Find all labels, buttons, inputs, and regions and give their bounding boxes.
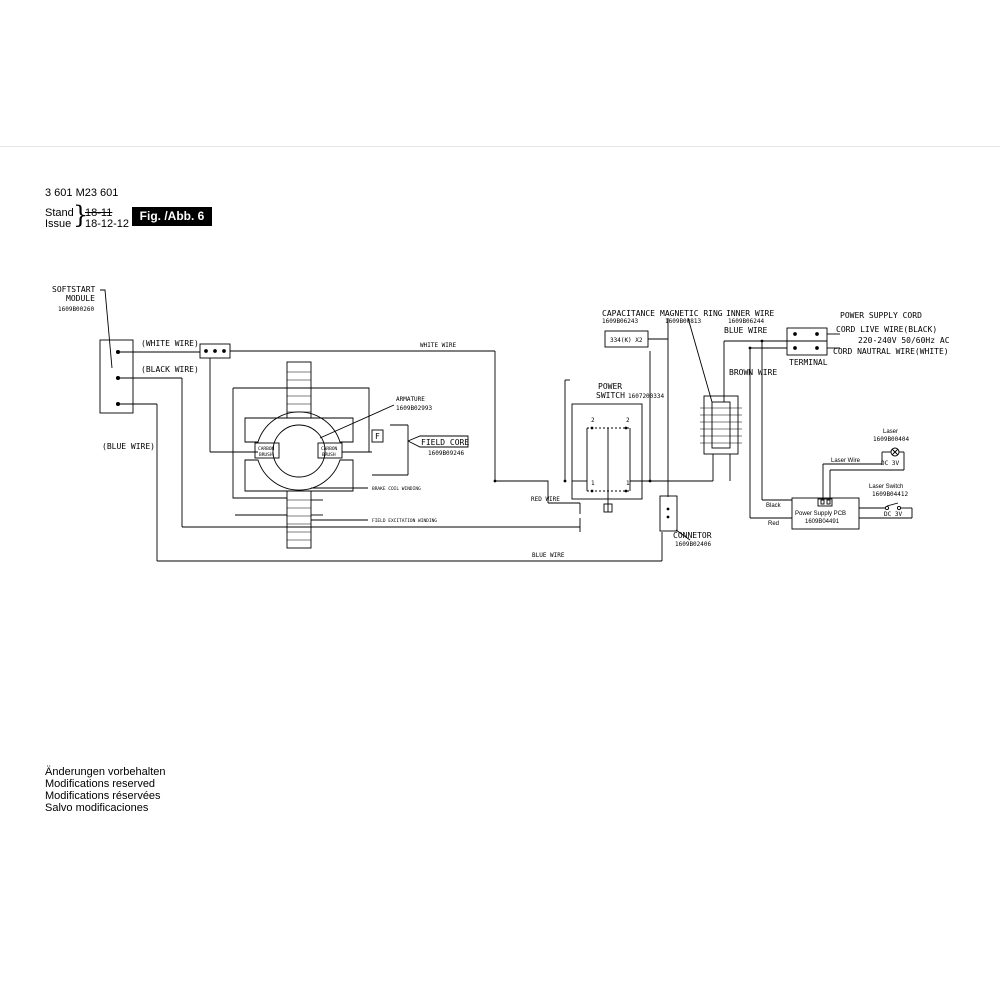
top-divider [0, 146, 1000, 147]
upper-field-winding [286, 361, 312, 419]
terminal-box [786, 327, 828, 356]
brown-wire-label: BROWN WIRE [729, 368, 777, 377]
brush-right-label: BRUSH [322, 452, 336, 458]
blue-wire-bottom-label: BLUE WIRE [532, 552, 565, 559]
connector-box [659, 495, 678, 532]
carbon-brush-right [317, 442, 343, 459]
white-wire-top-label: WHITE WIRE [420, 342, 457, 349]
magnetic-ring-code: 1609B00813 [665, 318, 702, 325]
lower-field-winding [286, 490, 312, 549]
softstart-module-label: MODULE [66, 294, 95, 303]
blue-wire-right-label: BLUE WIRE [724, 326, 768, 335]
softstart-leader [100, 289, 113, 369]
f-box [371, 429, 384, 443]
cord-live-label: CORD LIVE WIRE(BLACK) [836, 325, 937, 334]
laser-switch-code: 1609B04412 [872, 491, 909, 498]
red-label: Red [768, 521, 779, 527]
stand-label: Stand [45, 207, 74, 219]
laser-code: 1609B00404 [873, 436, 910, 443]
magnetic-ring [703, 395, 739, 455]
softstart-label: SOFTSTART [52, 285, 96, 294]
power-switch-label: POWER [598, 382, 622, 391]
brush-left-label: BRUSH [259, 452, 273, 458]
footer-line-fr: Modifications réservées [45, 790, 161, 802]
power-switch-box [571, 403, 643, 500]
stand-date: 18-11 [85, 207, 113, 219]
issue-date: 18-12-12 [85, 218, 130, 230]
black-label: Black [766, 503, 782, 509]
laser-label: Laser [883, 429, 898, 435]
armature-rotor [272, 424, 326, 478]
switch-terminal-2-left: 2 [591, 417, 595, 424]
capacitance-label: CAPACITANCE [602, 309, 655, 318]
field-core-code: 1609B09246 [428, 450, 465, 457]
field-core-tag [407, 435, 469, 448]
carbon-brush-left-label: CARBON [258, 446, 275, 452]
switch-label: SWITCH [596, 391, 625, 400]
terminal-label: TERMINAL [789, 358, 828, 367]
connector-code: 1609B02406 [675, 541, 712, 548]
power-switch-code: 1607200334 [628, 393, 665, 400]
footer-line-de: Änderungen vorbehalten [45, 766, 166, 778]
footer-line-en: Modifications reserved [45, 778, 156, 790]
switch-terminal-1-left: 1 [591, 480, 595, 487]
armature-label: ARMATURE [396, 396, 425, 403]
pcb-label: Power Supply PCB [795, 511, 846, 517]
stator-upper [244, 411, 354, 443]
stator-lower [244, 459, 354, 492]
footer-line-es: Salvo modificaciones [45, 802, 149, 814]
pcb-code: 1609B04491 [805, 519, 840, 525]
f-label: F [375, 432, 380, 441]
armature-code: 1609B02993 [396, 405, 433, 412]
switch-dc-label: DC 3V [884, 511, 902, 518]
footer-notes: Änderungen vorbehalten Modifications res… [45, 766, 165, 814]
brace-symbol: } [73, 201, 89, 229]
carbon-brush-right-label: CARBON [321, 446, 338, 452]
laser-switch-label: Laser Switch [869, 484, 903, 490]
inner-wire-label: INNER WIRE [726, 309, 774, 318]
cord-neutral-label: CORD NAUTRAL WIRE(WHITE) [833, 347, 949, 356]
part-number: 3 601 M23 601 [45, 187, 119, 199]
brake-coil-label: BRAKE COIL WINDING [372, 486, 421, 492]
white-wire-left-label: (WHITE WIRE) [141, 339, 199, 348]
black-wire-left-label: (BLACK WIRE) [141, 365, 199, 374]
laser-wire-label: Laser Wire [831, 458, 861, 464]
softstart-code: 1609B00260 [58, 306, 95, 313]
blue-wire-left-label: (BLUE WIRE) [102, 442, 155, 451]
red-wire-path [495, 480, 549, 503]
figure-label: Fig. /Abb. 6 [132, 207, 212, 226]
capacitance-code: 1609B06243 [602, 318, 639, 325]
field-core-label: FIELD CORE [421, 438, 469, 447]
carbon-brush-left [254, 442, 280, 459]
laser-dc-label: DC 3V [881, 460, 899, 467]
issue-label: Issue [45, 218, 72, 230]
power-supply-cord-label: POWER SUPPLY CORD [840, 311, 922, 320]
field-excitation-label: FIELD EXCITATION WINDING [372, 518, 437, 524]
capacitor-value: 334(K) X2 [610, 337, 643, 344]
power-supply-pcb [791, 497, 860, 530]
magnetic-ring-label: MAGNETIC RING [660, 309, 723, 318]
softstart-module-box [99, 339, 134, 414]
voltage-label: 220-240V 50/60Hz AC [858, 336, 950, 345]
red-wire-label: RED WIRE [531, 496, 560, 503]
laser-icon [890, 447, 900, 457]
switch-terminal-2-right: 2 [626, 417, 630, 424]
inner-wire-code: 1609B06244 [728, 318, 765, 325]
connector-label: CONNETOR [673, 531, 712, 540]
switch-terminal-1-right: 1 [626, 480, 630, 487]
